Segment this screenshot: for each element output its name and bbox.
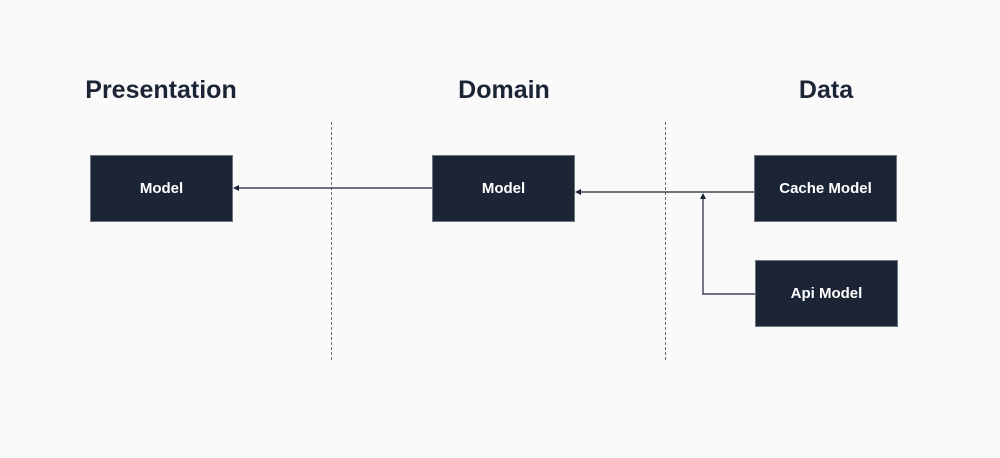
presentation-model-box: Model <box>90 155 233 222</box>
cache-model-label: Cache Model <box>779 180 872 197</box>
api-model-box: Api Model <box>755 260 898 327</box>
data-layer-heading: Data <box>798 76 854 104</box>
domain-model-label: Model <box>481 180 526 197</box>
api-to-domain-arrow <box>700 193 755 295</box>
presentation-domain-divider <box>331 122 332 360</box>
presentation-model-label: Model <box>139 180 184 197</box>
cache-model-box: Cache Model <box>754 155 897 222</box>
presentation-layer-heading: Presentation <box>85 76 237 104</box>
domain-model-box: Model <box>432 155 575 222</box>
domain-data-divider <box>665 122 666 360</box>
domain-layer-heading: Domain <box>458 76 550 104</box>
api-model-label: Api Model <box>790 285 863 302</box>
